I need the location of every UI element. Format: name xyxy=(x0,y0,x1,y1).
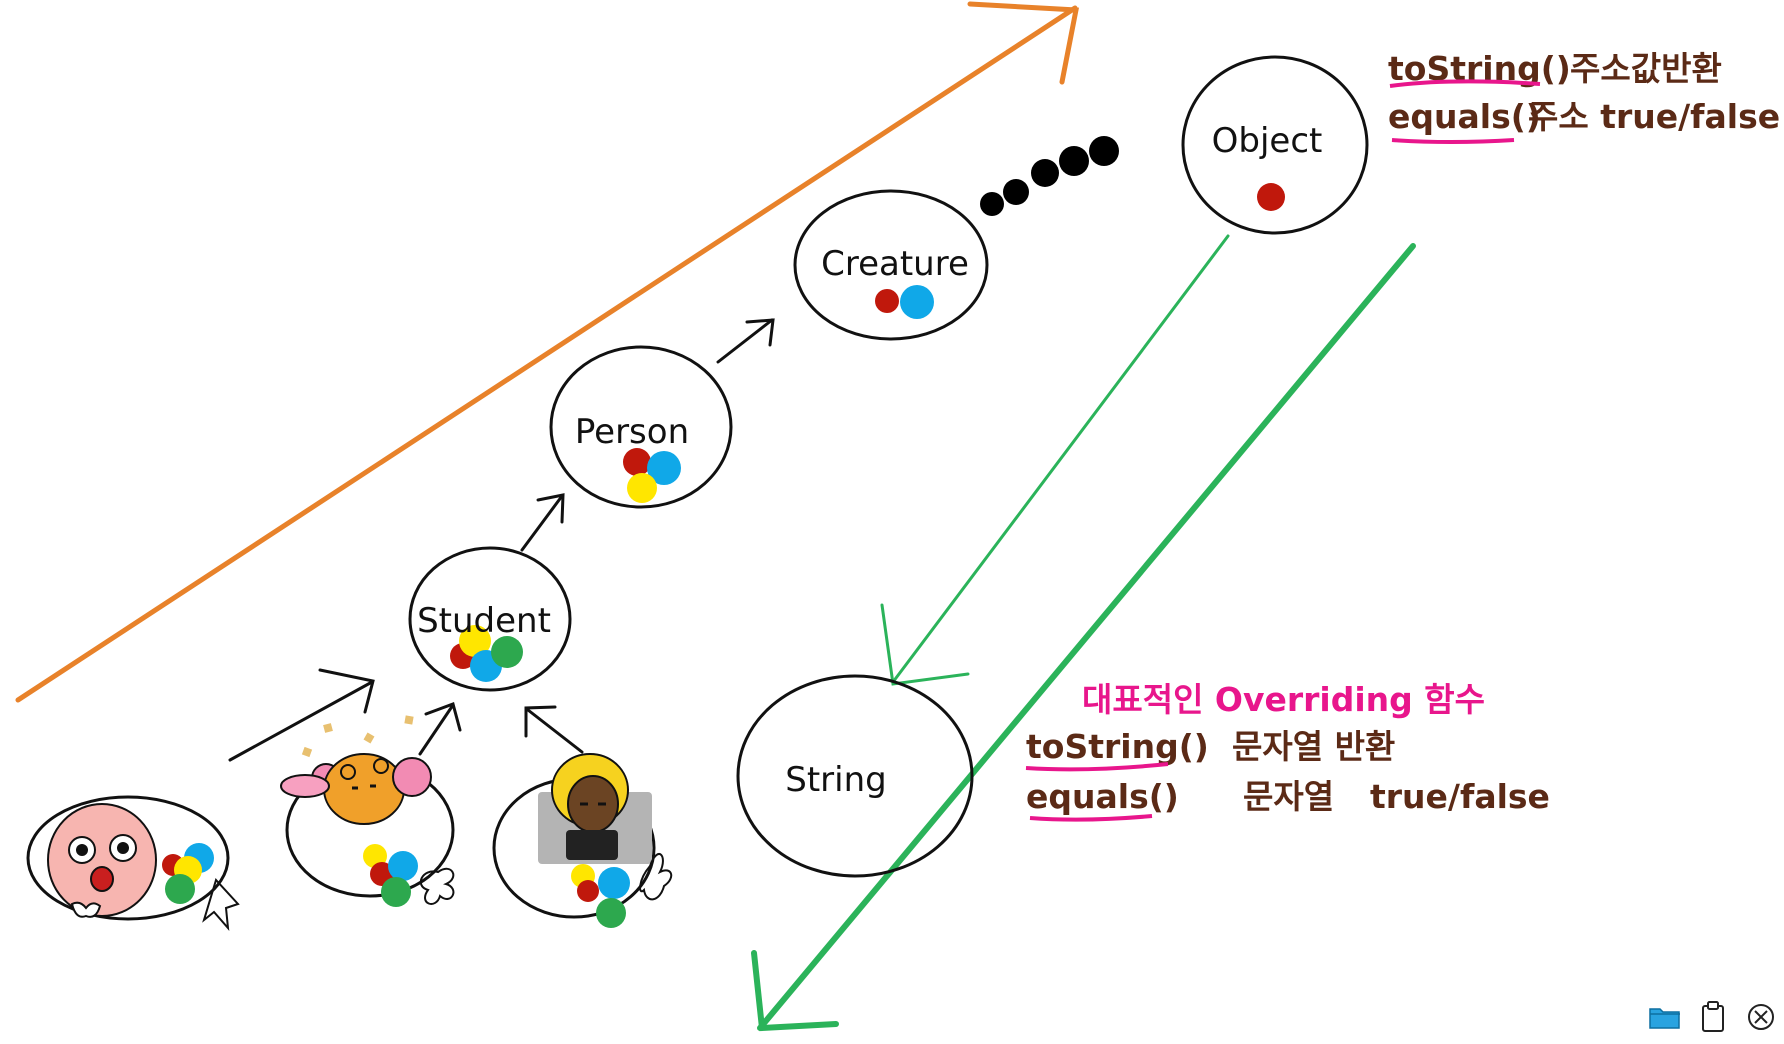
clipboard-icon[interactable] xyxy=(1696,1000,1730,1034)
inheritance-arrows xyxy=(228,318,775,762)
thick-green-arrow xyxy=(751,243,1416,1032)
instance-frodo xyxy=(492,753,673,928)
thin-green-arrow xyxy=(880,234,1230,686)
node-creature-label: Creature xyxy=(821,244,969,284)
instance-peach xyxy=(26,795,240,932)
ryan-flower-doodle xyxy=(419,867,455,905)
node-object: Object xyxy=(1181,55,1369,235)
underline-mark xyxy=(1029,814,1153,822)
frodo-flower-doodle xyxy=(639,853,673,901)
node-student-label: Student xyxy=(417,601,551,641)
string-equals-value: true/false xyxy=(1370,777,1550,816)
bottom-toolbar xyxy=(1648,1000,1778,1034)
object-tostring-desc: 주소값반환 xyxy=(1570,49,1722,88)
instance-ryan xyxy=(280,715,455,907)
string-equals-method: equals() xyxy=(1026,777,1179,816)
node-person-label: Person xyxy=(575,412,689,452)
pompom-icon xyxy=(392,757,432,797)
ellipsis-dots xyxy=(980,136,1119,216)
underline-mark xyxy=(1389,79,1541,88)
string-tostring-method: toString() xyxy=(1026,727,1209,766)
orange-upward-arrow xyxy=(15,1,1080,703)
string-method-notes: 대표적인 Overriding 함수 toString() 문자열 반환 equ… xyxy=(1025,680,1550,822)
yellow-dot xyxy=(627,473,657,503)
green-dot xyxy=(381,877,411,907)
string-tostring-desc: 문자열 반환 xyxy=(1232,727,1395,766)
ryan-character-icon xyxy=(323,753,405,825)
object-method-notes: toString() 주소값반환 equals() 주소 true/false xyxy=(1388,49,1780,144)
underline-mark xyxy=(1025,762,1169,772)
blue-dot xyxy=(900,285,934,319)
node-student: Student xyxy=(408,546,572,692)
underline-mark xyxy=(1391,138,1515,144)
node-string: String xyxy=(736,674,974,878)
green-dot xyxy=(491,636,523,668)
red-dot xyxy=(623,448,651,476)
close-icon[interactable] xyxy=(1744,1000,1778,1034)
node-object-label: Object xyxy=(1212,121,1323,161)
folder-icon[interactable] xyxy=(1648,1000,1682,1034)
blue-dot xyxy=(388,851,418,881)
yellow-dot xyxy=(459,625,491,657)
yellow-dot xyxy=(363,844,387,868)
overriding-heading: 대표적인 Overriding 함수 xyxy=(1082,680,1485,719)
node-person: Person xyxy=(549,345,733,509)
string-equals-desc: 문자열 xyxy=(1243,777,1334,816)
object-equals-method: equals() xyxy=(1388,97,1541,136)
peach-character-icon xyxy=(47,803,157,917)
red-dot xyxy=(577,880,599,902)
blue-dot xyxy=(598,867,630,899)
object-equals-desc: 주소 true/false xyxy=(1528,97,1780,136)
green-dot xyxy=(596,898,626,928)
green-dot xyxy=(165,874,195,904)
node-creature: Creature xyxy=(793,189,989,341)
red-dot xyxy=(1257,183,1285,211)
blue-dot xyxy=(647,451,681,485)
red-dot xyxy=(875,289,899,313)
node-string-label: String xyxy=(785,760,886,800)
peach-flower-doodle xyxy=(202,878,240,932)
